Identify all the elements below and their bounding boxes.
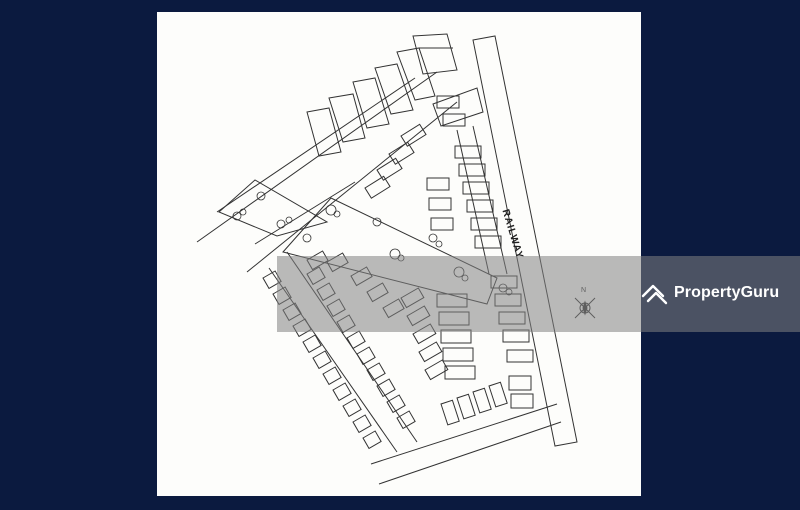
road-inner-1 (456, 129, 490, 275)
road-south-1 (370, 403, 558, 465)
propertyguru-logo-icon (641, 284, 668, 305)
site-plan-drawing: N (196, 33, 596, 485)
lots-top (306, 33, 484, 157)
watermark-brand-text: PropertyGuru (674, 284, 780, 301)
road-south-2 (378, 421, 562, 485)
railway-track (472, 35, 578, 447)
park-west (218, 179, 329, 237)
lots-row-a (364, 123, 427, 199)
road-north-1 (196, 71, 438, 243)
road-north-2 (246, 101, 458, 273)
lots-south (440, 375, 534, 426)
watermark-band (277, 256, 800, 332)
site-plan-map: N (157, 12, 641, 496)
